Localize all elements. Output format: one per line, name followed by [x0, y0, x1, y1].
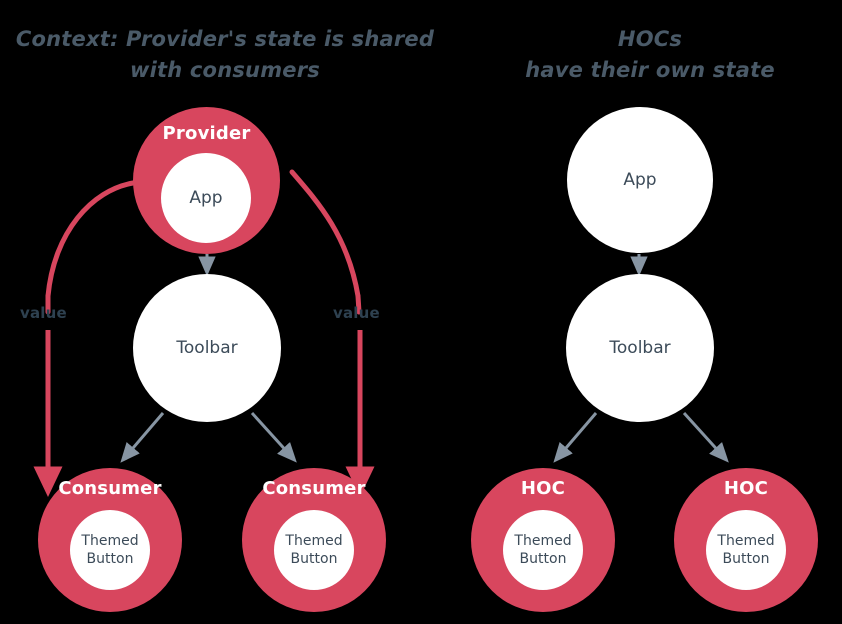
panel-title-hoc-line1: HOCs [617, 27, 683, 51]
themed-button-label-line1: Themed [514, 533, 572, 549]
node-hoc-right-label: HOC [723, 478, 769, 499]
panel-title-context-line1: Context: Provider's state is shared [15, 27, 435, 51]
node-toolbar-right-center: Toolbar [566, 274, 714, 422]
node-consumer-left[interactable]: Consumer Themed Button [38, 468, 182, 612]
value-edge-left [33, 180, 136, 497]
node-provider-inner-app[interactable]: App [161, 153, 251, 243]
edge-label-value-left: value [20, 304, 67, 322]
node-hoc-left-label: HOC [520, 478, 566, 499]
node-consumer-right[interactable]: Consumer Themed Button [242, 468, 386, 612]
node-hoc-left[interactable]: HOC Themed Button [471, 468, 615, 612]
themed-button-label: Themed Button [717, 532, 774, 568]
node-app-right-label: App [623, 169, 657, 190]
themed-button-label-line1: Themed [81, 533, 139, 549]
edge-label-value-right: value [333, 304, 380, 322]
panel-title-hoc: HOCs have their own state [470, 24, 830, 86]
node-toolbar-right-label: Toolbar [609, 337, 671, 358]
node-consumer-right-inner-themed-button[interactable]: Themed Button [274, 510, 354, 590]
node-consumer-left-label: Consumer [58, 478, 162, 499]
panel-title-hoc-line2: have their own state [525, 58, 775, 82]
themed-button-label-line2: Button [722, 551, 770, 567]
node-toolbar-left-center: Toolbar [133, 274, 281, 422]
node-consumer-right-label: Consumer [262, 478, 366, 499]
themed-button-label: Themed Button [81, 532, 138, 568]
panel-title-context-line2: with consumers [130, 58, 320, 82]
themed-button-label-line1: Themed [717, 533, 775, 549]
themed-button-label: Themed Button [514, 532, 571, 568]
panel-title-context: Context: Provider's state is shared with… [10, 24, 440, 86]
node-app-right-center: App [567, 107, 713, 253]
node-toolbar-left-label: Toolbar [176, 337, 238, 358]
node-app-label: App [189, 187, 223, 208]
node-provider[interactable]: Provider App [133, 107, 280, 254]
node-provider-label: Provider [162, 123, 251, 144]
node-hoc-right[interactable]: HOC Themed Button [674, 468, 818, 612]
node-app-right[interactable]: App [567, 107, 713, 253]
node-toolbar-left[interactable]: Toolbar [133, 274, 281, 422]
node-consumer-left-inner-themed-button[interactable]: Themed Button [70, 510, 150, 590]
themed-button-label-line2: Button [290, 551, 338, 567]
node-toolbar-right[interactable]: Toolbar [566, 274, 714, 422]
themed-button-label-line2: Button [86, 551, 134, 567]
themed-button-label-line1: Themed [285, 533, 343, 549]
themed-button-label: Themed Button [285, 532, 342, 568]
themed-button-label-line2: Button [519, 551, 567, 567]
node-hoc-left-inner-themed-button[interactable]: Themed Button [503, 510, 583, 590]
value-edge-right [289, 169, 375, 497]
node-hoc-right-inner-themed-button[interactable]: Themed Button [706, 510, 786, 590]
